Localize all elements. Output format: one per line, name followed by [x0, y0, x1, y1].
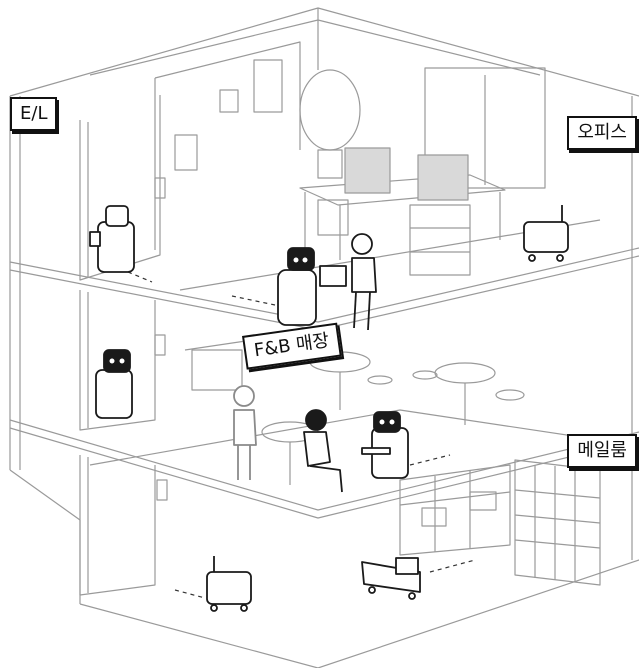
office-furniture: [175, 60, 505, 275]
elevator-shafts: [80, 95, 167, 595]
person-seated-fnb: [304, 410, 342, 492]
robot-elevator-mid: [96, 350, 132, 418]
robot-serving-office: [278, 248, 316, 325]
robot-cart-mailroom: [362, 558, 420, 599]
office-label: 오피스: [567, 116, 637, 150]
mailroom-shelves: [400, 460, 600, 585]
elevator-label: E/L: [10, 97, 57, 131]
mailroom-label: 메일룸: [567, 434, 637, 468]
robot-delivery-basement: [207, 556, 251, 611]
robot-serving-fnb: [362, 412, 408, 478]
robot-delivery-office: [524, 205, 568, 261]
person-standing-fnb: [234, 386, 256, 480]
robot-elevator-top: [90, 206, 134, 272]
